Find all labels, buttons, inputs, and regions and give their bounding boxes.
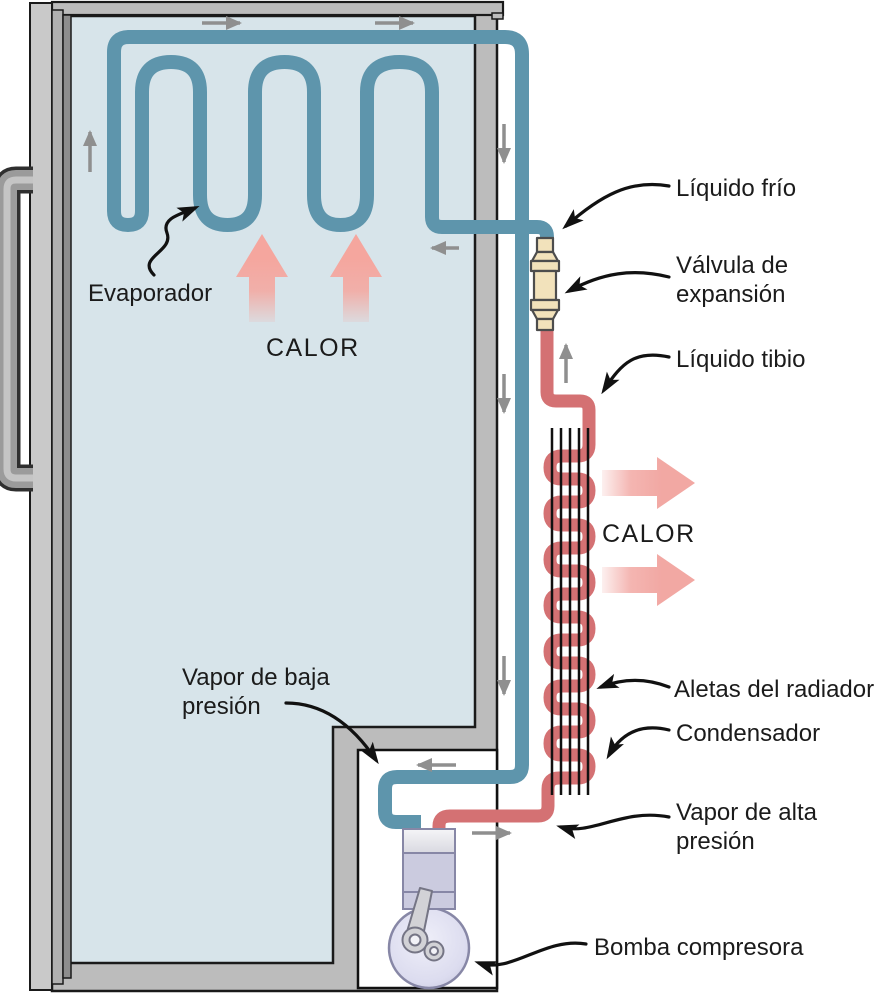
label-condensador: Condensador [676,720,820,747]
heat-right-arrow [602,457,695,509]
heat-right-arrow [602,554,695,606]
leader-evaporador [147,206,200,277]
heat-arrows-exterior [602,457,695,606]
leader-vapor-baja [284,701,379,765]
compressor-cap [402,828,456,854]
heat-arrows-interior [236,234,382,322]
label-evaporador: Evaporador [88,280,212,307]
label-valvula-line1: Válvula de [676,252,788,279]
labels: Evaporador CALOR Líquido frío Válvula de… [88,175,874,961]
label-valvula-line2: expansión [676,281,785,308]
label-bomba: Bomba compresora [594,934,804,961]
leader-liquido-frio [562,182,671,230]
leader-condensador [606,726,671,760]
label-leader-lines [147,182,671,976]
label-calor-interior: CALOR [266,334,360,362]
crank-arm [401,887,445,962]
door-handle [0,166,33,492]
label-vapor-baja-line1: Vapor de baja [182,664,330,691]
leader-aletas [596,673,671,689]
leader-bomba [474,941,588,976]
compressor-pump [387,828,471,990]
leader-valvula [564,271,671,294]
leader-liquido-tibio [601,353,671,395]
label-vapor-alta-line1: Vapor de alta [676,799,818,826]
radiator-fins [550,428,590,795]
door-panel-outer [29,2,53,991]
label-calor-exterior: CALOR [602,520,696,548]
expansion-valve [529,236,561,332]
cold-refrigerant-pipe [107,30,554,829]
door-panel-mid [51,9,64,985]
case-top-lip [491,12,504,20]
label-liquido-frio: Líquido frío [676,175,796,202]
door-panel-inner [62,14,72,979]
label-aletas: Aletas del radiador [674,676,874,703]
label-vapor-baja-line2: presión [182,693,261,720]
label-vapor-alta-line2: presión [676,828,755,855]
heat-up-arrow [236,234,288,322]
leader-vapor-alta [556,813,671,839]
case-top-bar [50,0,505,17]
flow-arrows [83,16,573,840]
heat-up-arrow [330,234,382,322]
label-liquido-tibio: Líquido tibio [676,346,805,373]
